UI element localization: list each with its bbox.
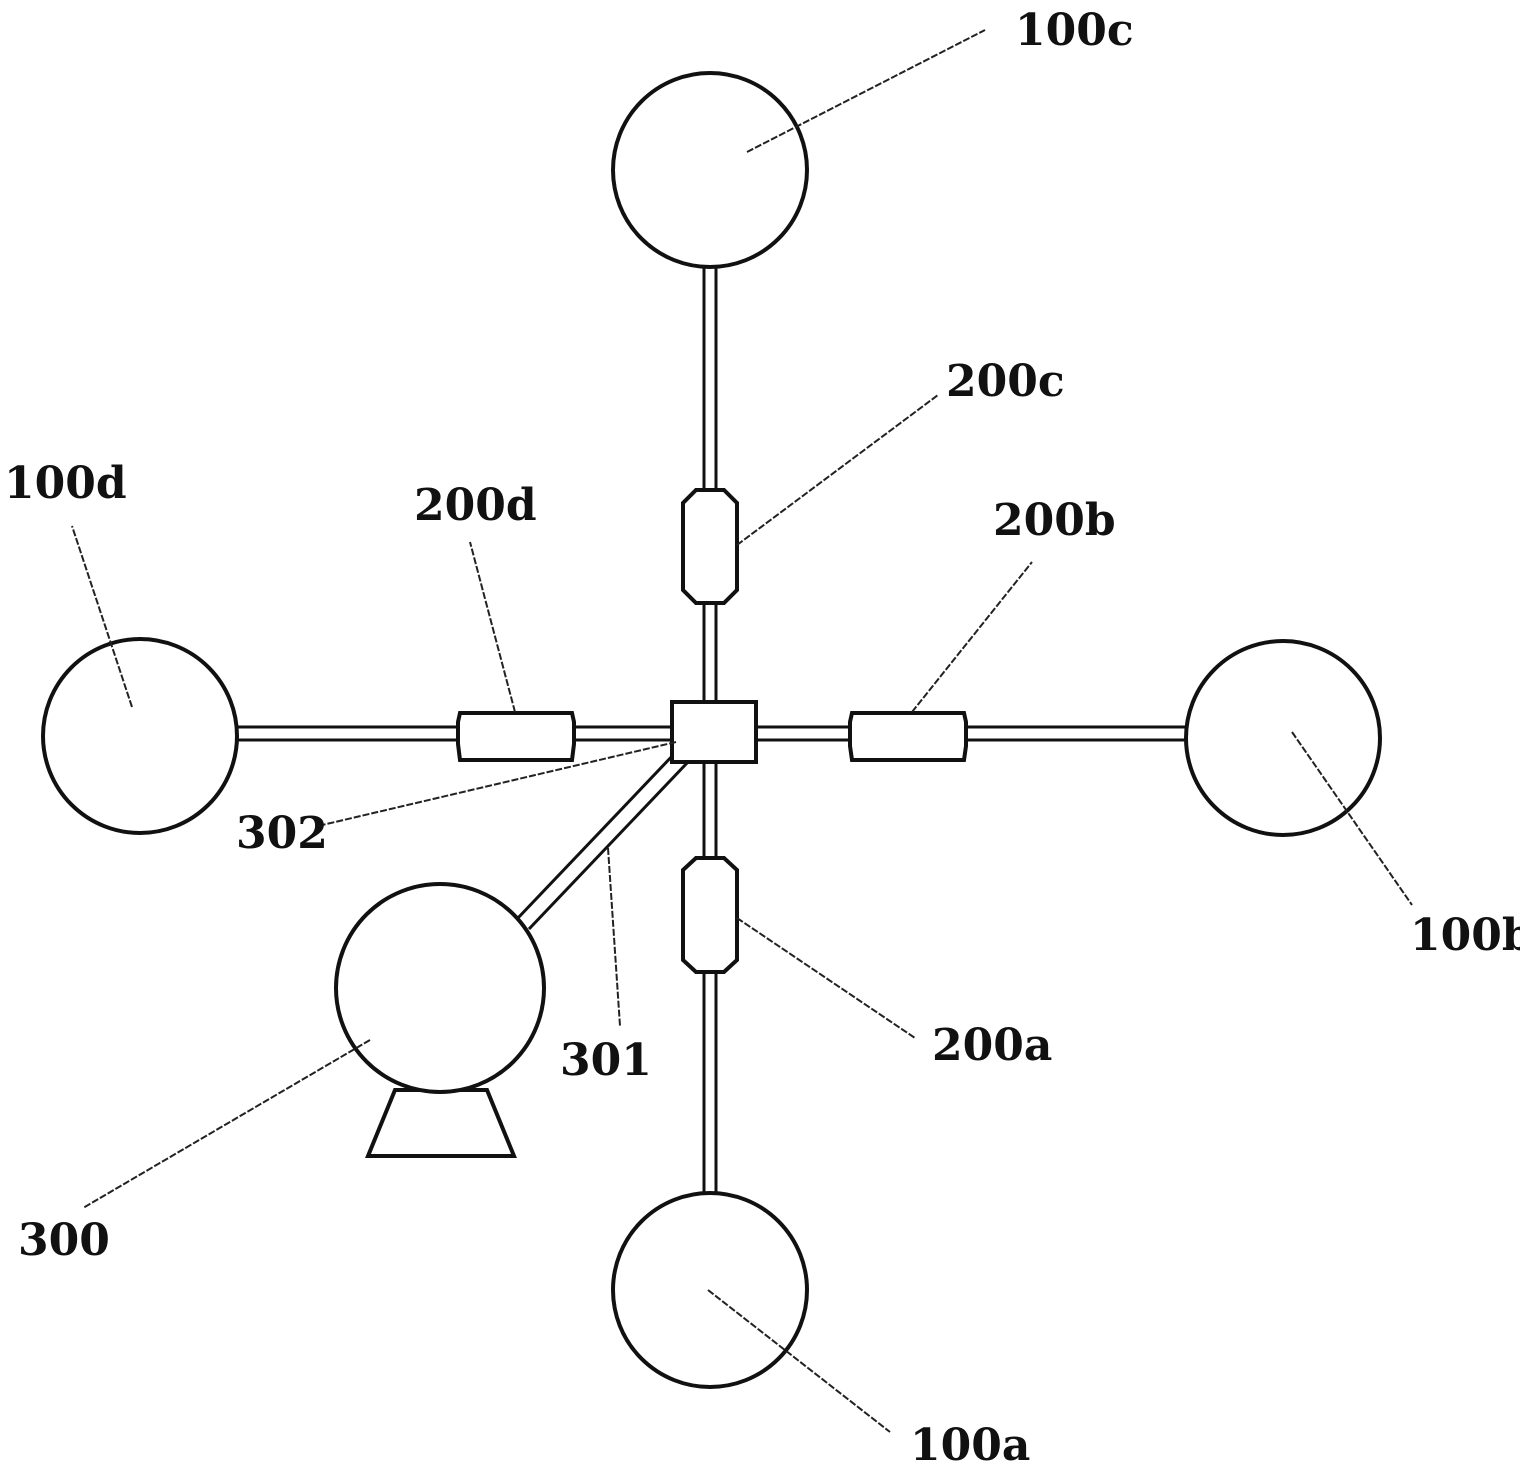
leader-302 — [317, 741, 677, 827]
leader-100d — [71, 525, 133, 708]
leader-200b — [911, 561, 1033, 713]
junction-box — [670, 700, 758, 764]
label-200b: 200b — [993, 495, 1116, 546]
source-unit — [334, 882, 546, 1158]
pipe-top-lower — [702, 602, 718, 702]
pipe-left-inner — [574, 725, 672, 742]
label-200c: 200c — [946, 356, 1065, 407]
pipe-right-outer — [966, 725, 1186, 742]
pipes — [238, 268, 1186, 1192]
tank-a — [611, 1191, 809, 1389]
valve-a — [681, 856, 739, 974]
source-tank — [334, 882, 546, 1094]
leader-200a — [736, 917, 916, 1039]
label-100d: 100d — [4, 458, 127, 509]
label-200d: 200d — [414, 480, 537, 531]
valve-b — [848, 711, 968, 762]
leader-lines — [71, 29, 1413, 1433]
valve-c — [681, 488, 739, 605]
label-301: 301 — [560, 1035, 652, 1086]
leader-100b — [1291, 731, 1413, 906]
leader-100c — [746, 29, 986, 153]
pipe-bottom-lower — [702, 972, 718, 1192]
leader-100a — [707, 1289, 891, 1433]
leader-200c — [736, 394, 939, 546]
leader-301 — [607, 847, 621, 1027]
label-100c: 100c — [1015, 5, 1134, 56]
source-stand — [365, 1088, 517, 1158]
leader-200d — [469, 541, 516, 713]
tank-c — [611, 71, 809, 269]
label-100b: 100b — [1410, 910, 1520, 961]
tank-d — [41, 637, 239, 835]
label-300: 300 — [18, 1215, 110, 1266]
pipe-bottom-upper — [702, 762, 718, 858]
leader-300 — [82, 1039, 371, 1209]
tank-b — [1184, 639, 1382, 837]
label-200a: 200a — [932, 1020, 1052, 1071]
label-302: 302 — [236, 808, 328, 859]
valve-d — [456, 711, 576, 762]
label-100a: 100a — [910, 1420, 1030, 1467]
pipe-right-inner — [756, 725, 850, 742]
pipe-left-outer — [238, 725, 458, 742]
pipe-top-upper — [702, 268, 718, 490]
pipe-source-301 — [515, 750, 690, 931]
